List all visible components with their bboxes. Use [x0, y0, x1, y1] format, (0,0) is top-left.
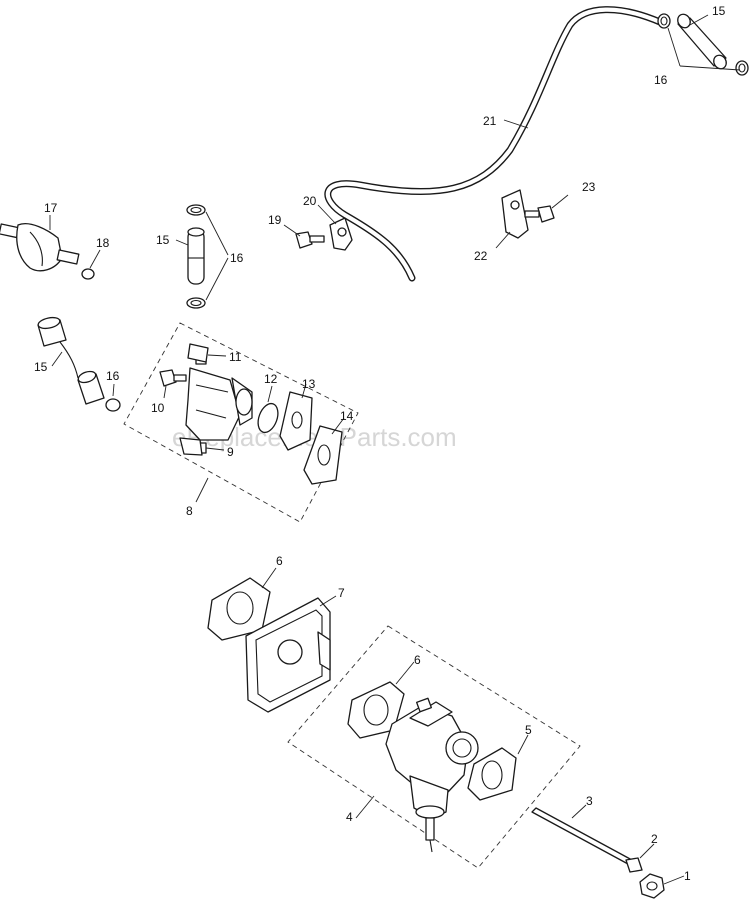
callout-labels: 15 16 21 23 22 20 19 17 18 15 16 15 16 1…	[34, 4, 726, 883]
hose-piece-mid	[187, 227, 205, 285]
heat-shield-plate	[245, 597, 331, 713]
pump-mounting-plate	[303, 425, 343, 485]
fuel-filter	[0, 223, 80, 272]
fuel-pump-assembly-boundary	[123, 322, 359, 523]
fuel-line-clip	[329, 217, 353, 251]
washer	[625, 857, 643, 873]
label-2: 2	[651, 832, 658, 846]
label-17: 17	[44, 201, 58, 215]
label-10: 10	[151, 401, 165, 415]
label-13: 13	[302, 377, 316, 391]
screw-19	[295, 231, 325, 249]
pump-gasket	[279, 391, 313, 451]
pump-gasket-ring	[257, 402, 279, 434]
carburetor-gasket	[467, 747, 517, 801]
label-16: 16	[654, 73, 668, 87]
label-6: 6	[276, 554, 283, 568]
fitting-9	[179, 437, 203, 456]
nut	[639, 873, 665, 899]
hose-clamp-top-2	[735, 60, 749, 76]
label-22: 22	[474, 249, 488, 263]
fuel-line-bracket	[501, 189, 529, 239]
label-8: 8	[186, 504, 193, 518]
label-7: 7	[338, 586, 345, 600]
label-18: 18	[96, 236, 110, 250]
label-20: 20	[303, 194, 317, 208]
label-15: 15	[712, 4, 726, 18]
screw-10	[159, 369, 187, 387]
label-14: 14	[340, 409, 354, 423]
label-15: 15	[156, 233, 170, 247]
leader-lines	[49, 14, 741, 885]
hose-piece-top	[677, 13, 727, 70]
hose-clamp-left	[105, 398, 121, 412]
screw-23	[524, 205, 555, 223]
carburetor	[385, 697, 479, 853]
label-12: 12	[264, 372, 278, 386]
label-6: 6	[414, 653, 421, 667]
hose-clamp-top-1	[657, 13, 671, 29]
fitting-11	[187, 343, 209, 363]
label-1: 1	[684, 869, 691, 883]
label-16: 16	[106, 369, 120, 383]
label-15: 15	[34, 360, 48, 374]
hose-clamp-mid-top	[186, 204, 206, 216]
fuel-line	[324, 6, 664, 282]
label-19: 19	[268, 213, 282, 227]
label-9: 9	[227, 445, 234, 459]
hose-clamp-18	[81, 268, 95, 280]
label-5: 5	[525, 723, 532, 737]
label-3: 3	[586, 794, 593, 808]
carburetor-stud	[531, 807, 633, 865]
label-4: 4	[346, 810, 353, 824]
hose-clamp-mid-bottom	[186, 297, 206, 309]
label-11: 11	[229, 350, 242, 364]
label-21: 21	[483, 114, 497, 128]
label-23: 23	[582, 180, 596, 194]
label-16: 16	[230, 251, 244, 265]
hose-piece-left	[37, 316, 105, 405]
